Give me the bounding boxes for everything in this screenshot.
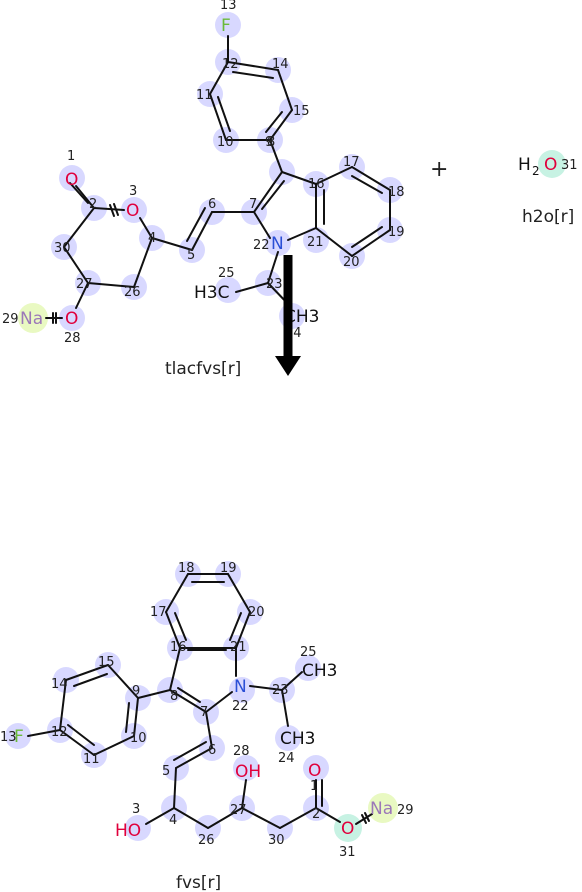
atom-number: 15 [293,104,310,119]
atom-number: 12 [51,725,68,740]
fluorine-atom: F [221,16,231,36]
atom-number: 29 [397,803,414,818]
atom-number: 26 [124,285,141,300]
atom-number: 8 [267,135,275,150]
atom-number: 19 [220,561,237,576]
atom-number: 12 [222,57,239,72]
reactant1-label: tlacfvs[r] [165,359,241,379]
atom-number: 27 [76,277,93,292]
methyl-group: CH3 [280,729,315,749]
nitrogen-atom: N [234,677,247,697]
atom-number: 3 [132,802,140,817]
atom-number: 29 [2,312,19,327]
atom-number: 5 [162,764,170,779]
oxygen-atom: O [341,819,354,839]
nitrogen-atom: N [271,234,284,254]
product-bonds [27,573,373,829]
hydroxyl-group: OH [235,762,261,782]
reactant1-bonds [45,35,391,324]
atom-number: 9 [265,135,273,150]
atom-number: 25 [218,266,235,281]
atom-number: 17 [343,155,360,170]
atom-number: 4 [148,231,156,246]
atom-number: 9 [132,684,140,699]
atom-number: 14 [272,57,289,72]
atom-number: 24 [278,751,295,766]
atom-number: 7 [249,197,257,212]
reactant1-atoms: F O O N H3C CH3 Na O [20,16,319,329]
atom-number: 30 [54,241,71,256]
atom-number: 6 [208,743,216,758]
atom-number: 25 [300,645,317,660]
methyl-group: CH3 [302,661,337,681]
oxygen-atom: O [65,170,78,190]
atom-number: 8 [170,689,178,704]
reaction-arrow [275,255,301,376]
atom-number: 21 [307,235,324,250]
atom-number: 10 [217,135,234,150]
atom-number: 13 [220,0,237,13]
plus-sign: + [430,157,448,182]
product-atoms: F N CH3 CH3 OH HO O O Na [14,661,393,841]
atom-number: 1 [310,779,318,794]
methyl-group: CH3 [284,307,319,327]
sodium-atom: Na [370,799,393,819]
atom-number: 17 [150,605,167,620]
atom-number: 31 [561,158,578,173]
atom-number: 31 [339,845,356,860]
atom-number: 1 [67,149,75,164]
atom-number: 16 [308,177,325,192]
methyl-group: H3C [194,283,229,303]
atom-number: 22 [232,699,249,714]
atom-number: 28 [64,331,81,346]
oxygen-atom: O [308,761,321,781]
atom-number: 4 [169,813,177,828]
atom-number: 23 [266,277,283,292]
atom-number: 27 [230,803,247,818]
atom-number: 21 [230,640,247,655]
subscript: 2 [532,164,540,178]
atom-number: 20 [343,255,360,270]
atom-number: 7 [200,705,208,720]
hydroxyl-group: HO [115,821,141,841]
reactant2-label: h2o[r] [522,207,574,227]
atom-number: 2 [312,807,320,822]
hydrogen-atom: H [518,155,531,175]
product-atom-numbers: 1 2 3 4 5 6 7 8 9 10 11 12 13 14 15 16 1… [0,561,414,860]
atom-number: 23 [272,683,289,698]
atom-number: 16 [170,640,187,655]
atom-number: 11 [196,88,213,103]
oxygen-atom: O [544,155,557,175]
atom-number: 18 [388,185,405,200]
atom-number: 14 [51,677,68,692]
product-label: fvs[r] [176,873,221,892]
atom-number: 6 [208,197,216,212]
atom-number: 20 [248,605,265,620]
fluorine-atom: F [14,727,24,747]
atom-number: 30 [268,833,285,848]
atom-number: 26 [198,833,215,848]
atom-number: 13 [0,730,17,745]
water-molecule: H 2 O 31 [518,150,578,178]
atom-number: 2 [89,197,97,212]
atom-number: 22 [253,238,270,253]
reactant1-atom-numbers: 1 2 3 4 5 6 7 8 9 10 11 12 13 14 15 16 1… [2,0,405,346]
atom-number: 19 [388,225,405,240]
oxygen-atom: O [65,309,78,329]
atom-number: 5 [187,248,195,263]
atom-number: 11 [83,752,100,767]
oxygen-atom: O [126,201,139,221]
atom-number: 3 [129,184,137,199]
atom-number: 10 [130,731,147,746]
atom-number: 18 [178,561,195,576]
sodium-atom: Na [20,309,43,329]
atom-number: 28 [233,744,250,759]
atom-number: 15 [98,655,115,670]
